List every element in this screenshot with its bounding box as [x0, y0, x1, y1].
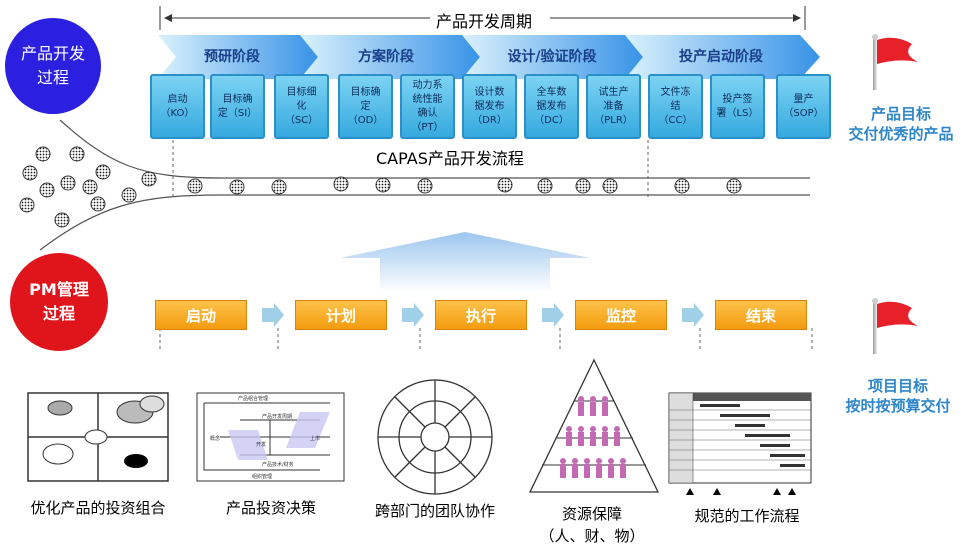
gate-step: 文件冻结（CC）: [648, 74, 703, 139]
dev-circle-line2: 过程: [36, 68, 69, 87]
pm-step: 启动: [155, 300, 247, 330]
gate-step: 投产签署（LS）: [710, 74, 765, 139]
svg-text:产品技术/财务: 产品技术/财务: [262, 461, 294, 468]
svg-text:上市: 上市: [310, 435, 320, 442]
tool-caption: 规范的工作流程: [694, 507, 800, 525]
phase-chevrons: [158, 35, 820, 79]
product-goal-desc: 交付优秀的产品: [848, 125, 954, 143]
gate-step: 量产（SOP）: [776, 74, 831, 139]
pm-step: 执行: [435, 300, 527, 330]
svg-text:产品组合管理: 产品组合管理: [238, 395, 268, 402]
period-arrow: [159, 6, 806, 30]
resource-pyramid-icon: [528, 358, 660, 493]
tool-caption: 产品投资决策: [225, 499, 316, 517]
pm-arrows: [262, 303, 704, 327]
pm-step: 计划: [295, 300, 387, 330]
gate-step: 目标确定（OD）: [338, 74, 393, 139]
tool-caption: 跨部门的团队协作: [374, 502, 495, 520]
flag-icon: [872, 298, 918, 354]
svg-text:开发: 开发: [256, 441, 266, 448]
gate-step: 目标确定（SI）: [210, 74, 265, 139]
product-goal: 产品目标 交付优秀的产品: [836, 104, 966, 144]
tool-caption: 资源保障（人、财、物）: [539, 505, 645, 545]
gate-step: 设计数据发布（DR）: [462, 74, 517, 139]
gate-step: 试生产准备（PLR）: [586, 74, 641, 139]
tool-caption: 优化产品的投资组合: [30, 499, 166, 517]
gantt-chart-icon: [668, 392, 812, 495]
funnel: [39, 119, 810, 251]
svg-text:产品开发周期: 产品开发周期: [262, 413, 292, 420]
project-balls: [19, 146, 742, 228]
gate-step: 动力系统性能确认（PT）: [400, 74, 455, 139]
project-goal-title: 项目目标: [867, 377, 928, 395]
pm-circle-line2: 过程: [42, 304, 75, 323]
gate-step: 启动（KO）: [150, 74, 205, 139]
project-goal-desc: 按时按预算交付: [845, 397, 951, 415]
dev-circle-line1: 产品开发: [20, 44, 85, 63]
phase-label: 方案阶段: [358, 49, 414, 65]
pm-circle-line1: PM管理: [29, 280, 89, 299]
gate-lines: [159, 140, 813, 352]
pm-step: 结束: [715, 300, 807, 330]
gate-step: 目标细化（SC）: [274, 74, 329, 139]
pm-step: 监控: [575, 300, 667, 330]
dev-process-circle: 产品开发 过程: [5, 18, 101, 114]
phase-label: 设计/验证阶段: [507, 49, 597, 65]
phase-label: 预研阶段: [204, 49, 260, 65]
project-goal: 项目目标 按时按预算交付: [830, 376, 966, 416]
portfolio-matrix-icon: [27, 392, 169, 482]
product-goal-title: 产品目标: [870, 105, 931, 123]
capas-label: CAPAS产品开发流程: [376, 149, 524, 168]
svg-text:组织管理: 组织管理: [252, 473, 272, 480]
gate-step: 全车数据发布（DC）: [524, 74, 579, 139]
pm-process-circle: PM管理 过程: [10, 253, 108, 351]
svg-text:概念: 概念: [210, 435, 220, 442]
phase-label: 投产启动阶段: [679, 49, 763, 65]
support-arrow: [340, 232, 590, 292]
flag-icon: [872, 34, 918, 90]
team-wheel-icon: [377, 379, 493, 495]
period-label: 产品开发周期: [436, 12, 533, 31]
